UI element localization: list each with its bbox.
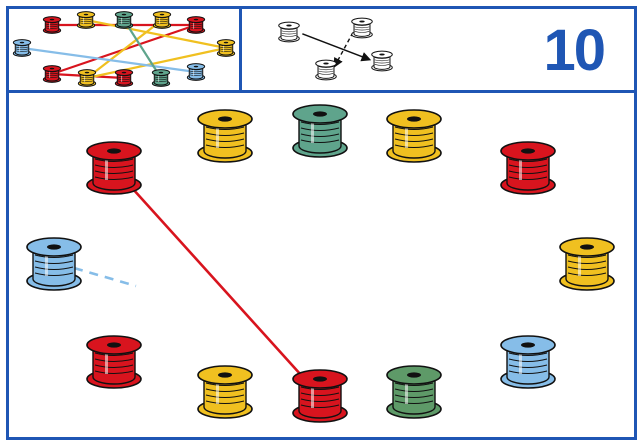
board-spool-red <box>292 369 348 423</box>
example-thread <box>20 46 198 74</box>
board-spool-red <box>86 335 142 389</box>
rule-arrow <box>302 33 372 62</box>
example-spool-blue <box>12 39 32 57</box>
board-spool-yellow <box>197 109 253 163</box>
rule-arrow <box>333 32 354 68</box>
example-thread <box>85 18 164 80</box>
example-spool-teal <box>114 11 134 29</box>
example-spool-blue <box>186 63 206 81</box>
example-thread <box>122 18 163 80</box>
example-spool-yellow <box>77 69 97 87</box>
board-spool-yellow <box>559 237 615 291</box>
rule-spool <box>371 50 393 72</box>
rule-spool <box>351 17 373 39</box>
rule-spool <box>278 21 300 43</box>
board-thread-stub <box>73 266 137 288</box>
example-spool-red <box>114 69 134 87</box>
rule-panel: 10 <box>239 6 637 93</box>
example-thread <box>84 18 228 50</box>
example-spool-red <box>42 16 62 34</box>
board-spool-yellow <box>386 109 442 163</box>
board-spool-yellow <box>197 365 253 419</box>
example-spool-yellow <box>152 11 172 29</box>
example-thread <box>85 46 228 80</box>
example-spool-red <box>42 65 62 83</box>
board-spool-blue <box>500 335 556 389</box>
board-thread <box>112 166 322 398</box>
board-spool-blue <box>26 237 82 291</box>
example-spool-yellow <box>216 39 236 57</box>
board-spool-green <box>386 365 442 419</box>
board-spool-teal <box>292 104 348 158</box>
card-number: 10 <box>543 18 605 83</box>
board-spool-red <box>500 141 556 195</box>
example-spool-red <box>186 16 206 34</box>
board-spool-red <box>86 141 142 195</box>
rule-spool <box>315 59 337 81</box>
example-spool-yellow <box>76 11 96 29</box>
example-spool-teal <box>151 69 171 87</box>
